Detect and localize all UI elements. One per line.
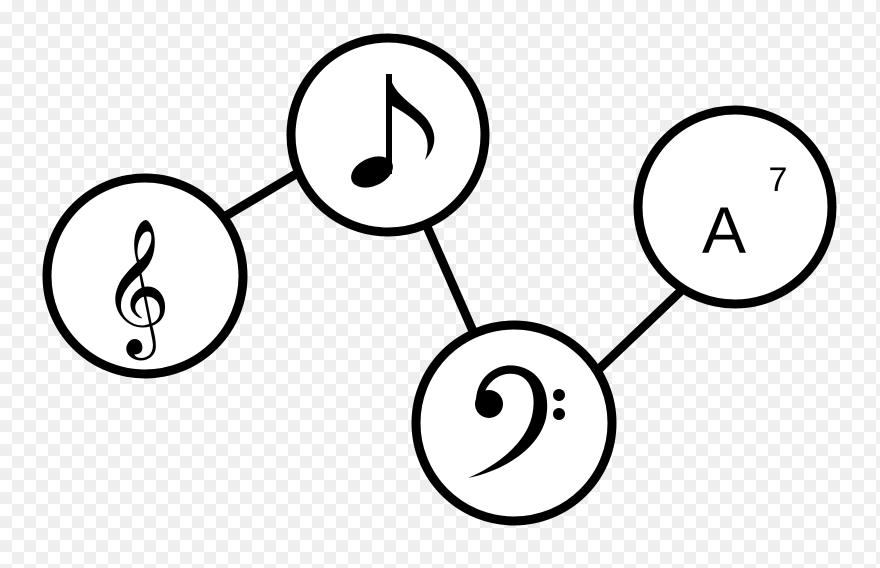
node-circle-chord bbox=[633, 105, 837, 309]
node-circle-bass bbox=[411, 320, 617, 526]
edge-bass-chord bbox=[594, 284, 688, 374]
node-eighth-note bbox=[286, 33, 490, 237]
chord-root-label: A bbox=[702, 193, 746, 267]
chord-extension-label: 7 bbox=[769, 161, 788, 199]
node-bass-clef bbox=[411, 320, 617, 526]
node-circle-treble bbox=[42, 173, 248, 379]
edge-eighth-bass bbox=[420, 220, 481, 340]
bass-clef-icon bbox=[468, 365, 565, 478]
node-chord: A 7 bbox=[633, 105, 837, 309]
eighth-note-icon bbox=[351, 74, 435, 188]
node-treble-clef: 𝄞 bbox=[42, 173, 248, 379]
edge-treble-eighth bbox=[221, 170, 299, 221]
treble-clef-icon: 𝄞 bbox=[101, 216, 171, 360]
